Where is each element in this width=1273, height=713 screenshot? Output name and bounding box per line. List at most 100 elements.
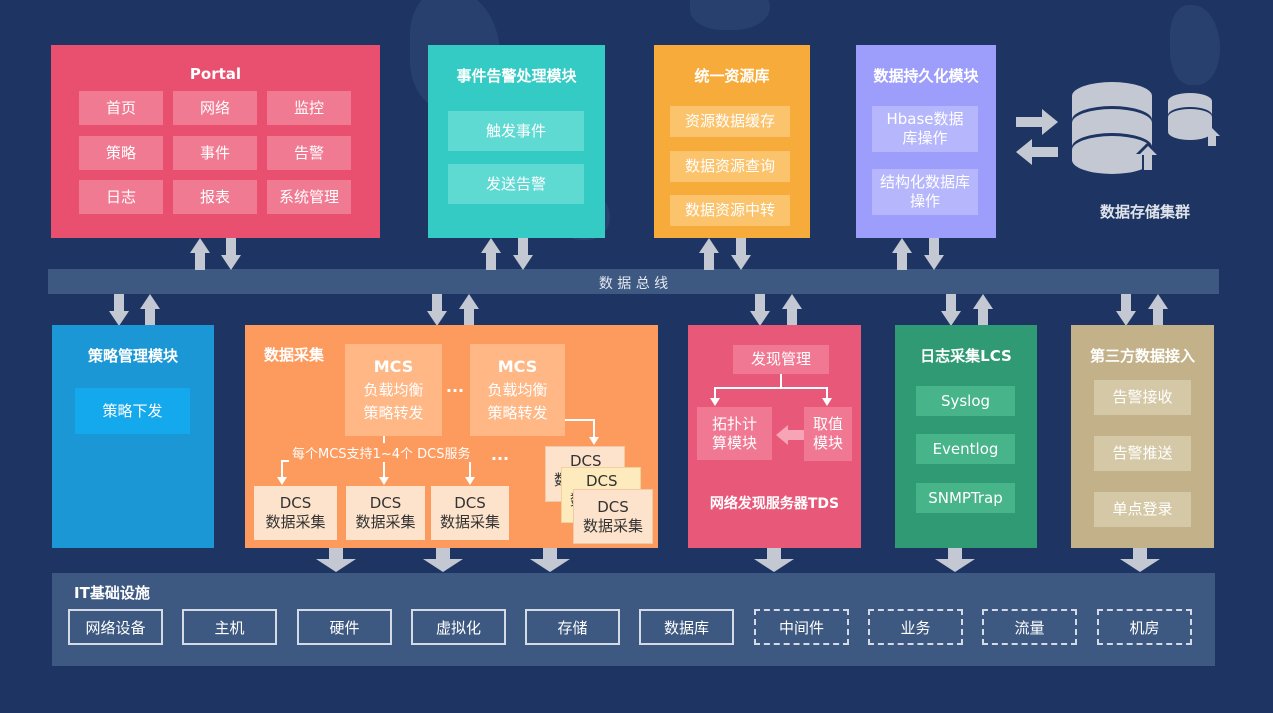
- arrowhead-icon: [710, 398, 720, 406]
- portal-item[interactable]: 监控: [267, 91, 351, 125]
- discovery-fetch[interactable]: 取值模块: [804, 407, 852, 461]
- log-item[interactable]: SNMPTrap: [916, 483, 1015, 513]
- mcs-box[interactable]: MCS 负载均衡 策略转发: [345, 344, 442, 436]
- event-title: 事件告警处理模块: [456, 67, 577, 85]
- arrow-down-icon: [427, 294, 447, 326]
- connector-line: [565, 419, 595, 421]
- ellipsis: ···: [490, 449, 510, 468]
- mcs-note: 每个MCS支持1~4个 DCS服务: [289, 443, 474, 462]
- connector-line: [383, 460, 385, 478]
- mcs-box[interactable]: MCS 负载均衡 策略转发: [470, 344, 565, 436]
- third-item[interactable]: 告警推送: [1094, 436, 1191, 471]
- storage-cluster-label: 数据存储集群: [1099, 203, 1190, 221]
- resource-item[interactable]: 数据资源查询: [670, 151, 790, 182]
- dcs-box[interactable]: DCS 数据采集: [431, 486, 509, 540]
- arrow-down-icon: [754, 548, 794, 572]
- data-bus-label: 数 据 总 线: [598, 276, 669, 292]
- dcs-desc: 数据采集: [439, 513, 500, 531]
- arrow-down-icon: [530, 548, 570, 572]
- mcs-name: MCS: [497, 357, 538, 376]
- data-bus: [48, 269, 1219, 294]
- dcs-name: DCS: [586, 472, 618, 490]
- arrow-down-icon: [731, 238, 751, 270]
- dcs-name: DCS: [570, 452, 602, 470]
- arrow-up-icon: [973, 294, 993, 326]
- persist-item[interactable]: 结构化数据库操作: [872, 169, 978, 215]
- arrow-down-icon: [924, 238, 944, 270]
- portal-item[interactable]: 系统管理: [267, 180, 351, 214]
- third-item[interactable]: 告警接收: [1094, 380, 1191, 415]
- arrow-up-icon: [190, 238, 210, 270]
- resource-title: 统一资源库: [694, 67, 770, 85]
- infra-item[interactable]: 机房: [1097, 609, 1192, 645]
- infra-item[interactable]: 硬件: [297, 609, 392, 645]
- portal-item[interactable]: 策略: [79, 136, 163, 170]
- portal-item[interactable]: 报表: [173, 180, 257, 214]
- infra-item[interactable]: 主机: [182, 609, 277, 645]
- third-title: 第三方数据接入: [1089, 347, 1195, 365]
- discovery-panel: 发现管理 拓扑计算模块 取值模块 网络发现服务器TDS: [688, 325, 861, 548]
- event-panel: 事件告警处理模块 触发事件 发送告警: [428, 45, 605, 238]
- log-panel: 日志采集LCS Syslog Eventlog SNMPTrap: [895, 325, 1037, 548]
- arrow-up-icon: [459, 294, 479, 326]
- world-map-decoration: [1170, 5, 1220, 85]
- resource-item[interactable]: 数据资源中转: [670, 195, 790, 226]
- dcs-name: DCS: [279, 494, 312, 512]
- dcs-desc: 数据采集: [582, 516, 643, 535]
- persist-panel: 数据持久化模块 Hbase数据库操作 结构化数据库操作: [856, 45, 996, 238]
- arrow-down-icon: [316, 548, 356, 572]
- collect-panel: 数据采集 MCS 负载均衡 策略转发 ··· MCS 负载均衡 策略转发 每个M…: [245, 325, 658, 548]
- database-small-icon: [1168, 93, 1220, 146]
- connector-line: [469, 460, 471, 478]
- resource-item[interactable]: 资源数据缓存: [670, 106, 790, 137]
- infra-panel: IT基础设施: [52, 573, 1215, 666]
- third-item[interactable]: 单点登录: [1094, 492, 1191, 527]
- database-icon: [1072, 82, 1160, 174]
- arrow-down-icon: [513, 238, 533, 270]
- log-item[interactable]: Eventlog: [916, 434, 1015, 464]
- resource-panel: 统一资源库 资源数据缓存 数据资源查询 数据资源中转: [654, 45, 810, 238]
- arrow-down-icon: [750, 294, 770, 326]
- dcs-box[interactable]: DCS 数据采集: [346, 486, 425, 540]
- arrow-down-icon: [423, 548, 463, 572]
- connector-line: [714, 387, 828, 389]
- arrow-down-icon: [935, 548, 975, 572]
- world-map-decoration: [690, 0, 770, 30]
- dcs-box[interactable]: DCS 数据采集: [254, 486, 337, 540]
- discovery-manage[interactable]: 发现管理: [733, 345, 829, 374]
- dcs-stack-card[interactable]: DCS 数据采集: [573, 489, 653, 544]
- event-item[interactable]: 触发事件: [448, 111, 584, 151]
- dcs-name: DCS: [369, 494, 402, 512]
- discovery-topo[interactable]: 拓扑计算模块: [697, 407, 772, 460]
- mcs-line: 策略转发: [363, 404, 424, 422]
- arrowhead-icon: [379, 477, 389, 485]
- arrowhead-icon: [465, 477, 475, 485]
- persist-item[interactable]: Hbase数据库操作: [872, 106, 978, 152]
- portal-item[interactable]: 告警: [267, 136, 351, 170]
- arrow-down-icon: [109, 294, 129, 326]
- policy-item[interactable]: 策略下发: [75, 388, 190, 434]
- portal-item[interactable]: 网络: [173, 91, 257, 125]
- infra-title: IT基础设施: [74, 584, 150, 602]
- infra-item[interactable]: 中间件: [754, 609, 849, 645]
- infra-item[interactable]: 数据库: [639, 609, 734, 645]
- dcs-desc: 数据采集: [265, 513, 326, 531]
- arrow-up-icon: [699, 238, 719, 270]
- log-item[interactable]: Syslog: [916, 386, 1015, 416]
- infra-item[interactable]: 存储: [525, 609, 620, 645]
- portal-item[interactable]: 事件: [173, 136, 257, 170]
- event-item[interactable]: 发送告警: [448, 164, 584, 204]
- portal-item[interactable]: 首页: [79, 91, 163, 125]
- third-panel: 第三方数据接入 告警接收 告警推送 单点登录: [1071, 325, 1214, 548]
- storage-sync-arrows-icon: [1016, 109, 1058, 165]
- portal-item[interactable]: 日志: [79, 180, 163, 214]
- infra-item[interactable]: 业务: [868, 609, 963, 645]
- infra-item[interactable]: 虚拟化: [411, 609, 506, 645]
- connector-line: [281, 460, 283, 478]
- portal-title: Portal: [189, 65, 242, 83]
- infra-item[interactable]: 流量: [982, 609, 1077, 645]
- persist-title: 数据持久化模块: [873, 67, 979, 85]
- arrow-up-icon: [481, 238, 501, 270]
- arrow-left-icon: [776, 425, 804, 445]
- infra-item[interactable]: 网络设备: [68, 609, 163, 645]
